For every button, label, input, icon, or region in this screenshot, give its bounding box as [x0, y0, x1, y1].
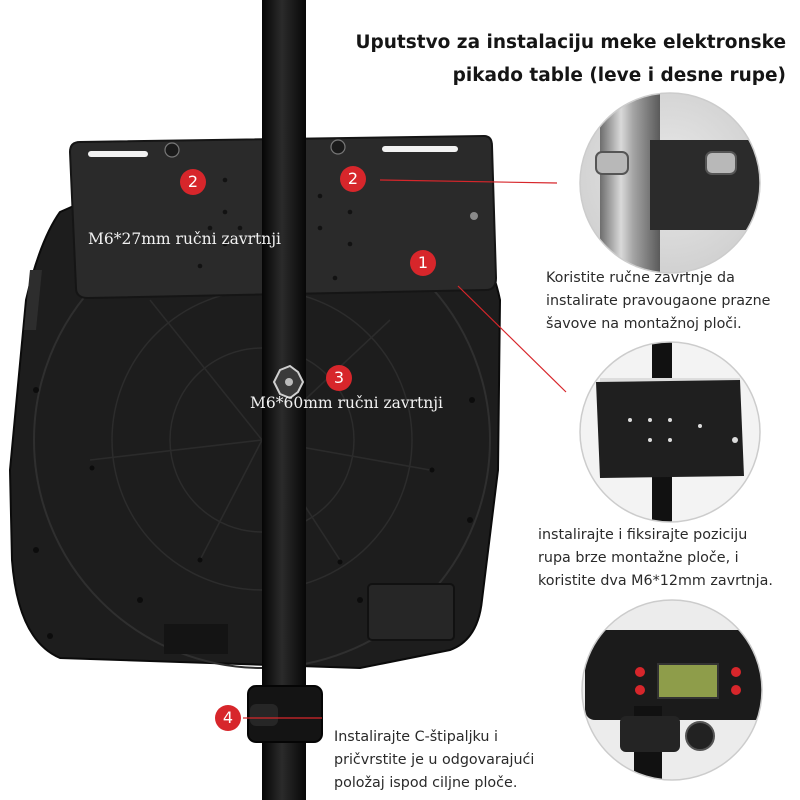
step-marker-2-right: 2 [340, 166, 366, 192]
caption-step-1: Koristite ručne zavrtnje da instalirate … [546, 267, 770, 336]
detail-circle-bottom [581, 599, 763, 781]
caption-step-4-line-1: Instalirajte C-štipaljku i [334, 729, 498, 745]
caption-step-4-line-3: položaj ispod ciljne ploče. [334, 775, 518, 791]
caption-step-4-line-2: pričvrstite je u odgovarajući [334, 752, 535, 768]
step-marker-1: 1 [410, 250, 436, 276]
step-marker-4: 4 [215, 705, 241, 731]
knob-icon [272, 364, 305, 400]
caption-step-2-line-2: rupa brze montažne ploče, i [538, 550, 739, 566]
caption-step-2: instalirajte i fiksirajte poziciju rupa … [538, 524, 773, 593]
caption-step-1-line-3: šavove na montažnoj ploči. [546, 316, 742, 332]
caption-step-1-line-2: instalirate pravougaone prazne [546, 293, 771, 309]
callout-lines [243, 179, 567, 719]
detail-circle-middle [579, 341, 761, 523]
caption-step-1-line-1: Koristite ručne zavrtnje da [546, 270, 735, 286]
step-marker-3: 3 [326, 365, 352, 391]
label-m6-27-screws: M6*27mm ručni zavrtnji [88, 230, 282, 248]
title-line-2: pikado table (leve i desne rupe) [452, 65, 786, 86]
detail-circle-top [579, 92, 761, 274]
stand-pole [247, 0, 323, 800]
caption-step-2-line-3: koristite dva M6*12mm zavrtnja. [538, 573, 773, 589]
label-m6-60-screws: M6*60mm ručni zavrtnji [250, 394, 444, 412]
title-line-1: Uputstvo za instalaciju meke elektronske [355, 32, 786, 53]
page-title: Uputstvo za instalaciju meke elektronske… [346, 26, 786, 92]
step-marker-2-left: 2 [180, 169, 206, 195]
caption-step-2-line-1: instalirajte i fiksirajte poziciju [538, 527, 748, 543]
caption-step-4: Instalirajte C-štipaljku i pričvrstite j… [334, 726, 534, 795]
